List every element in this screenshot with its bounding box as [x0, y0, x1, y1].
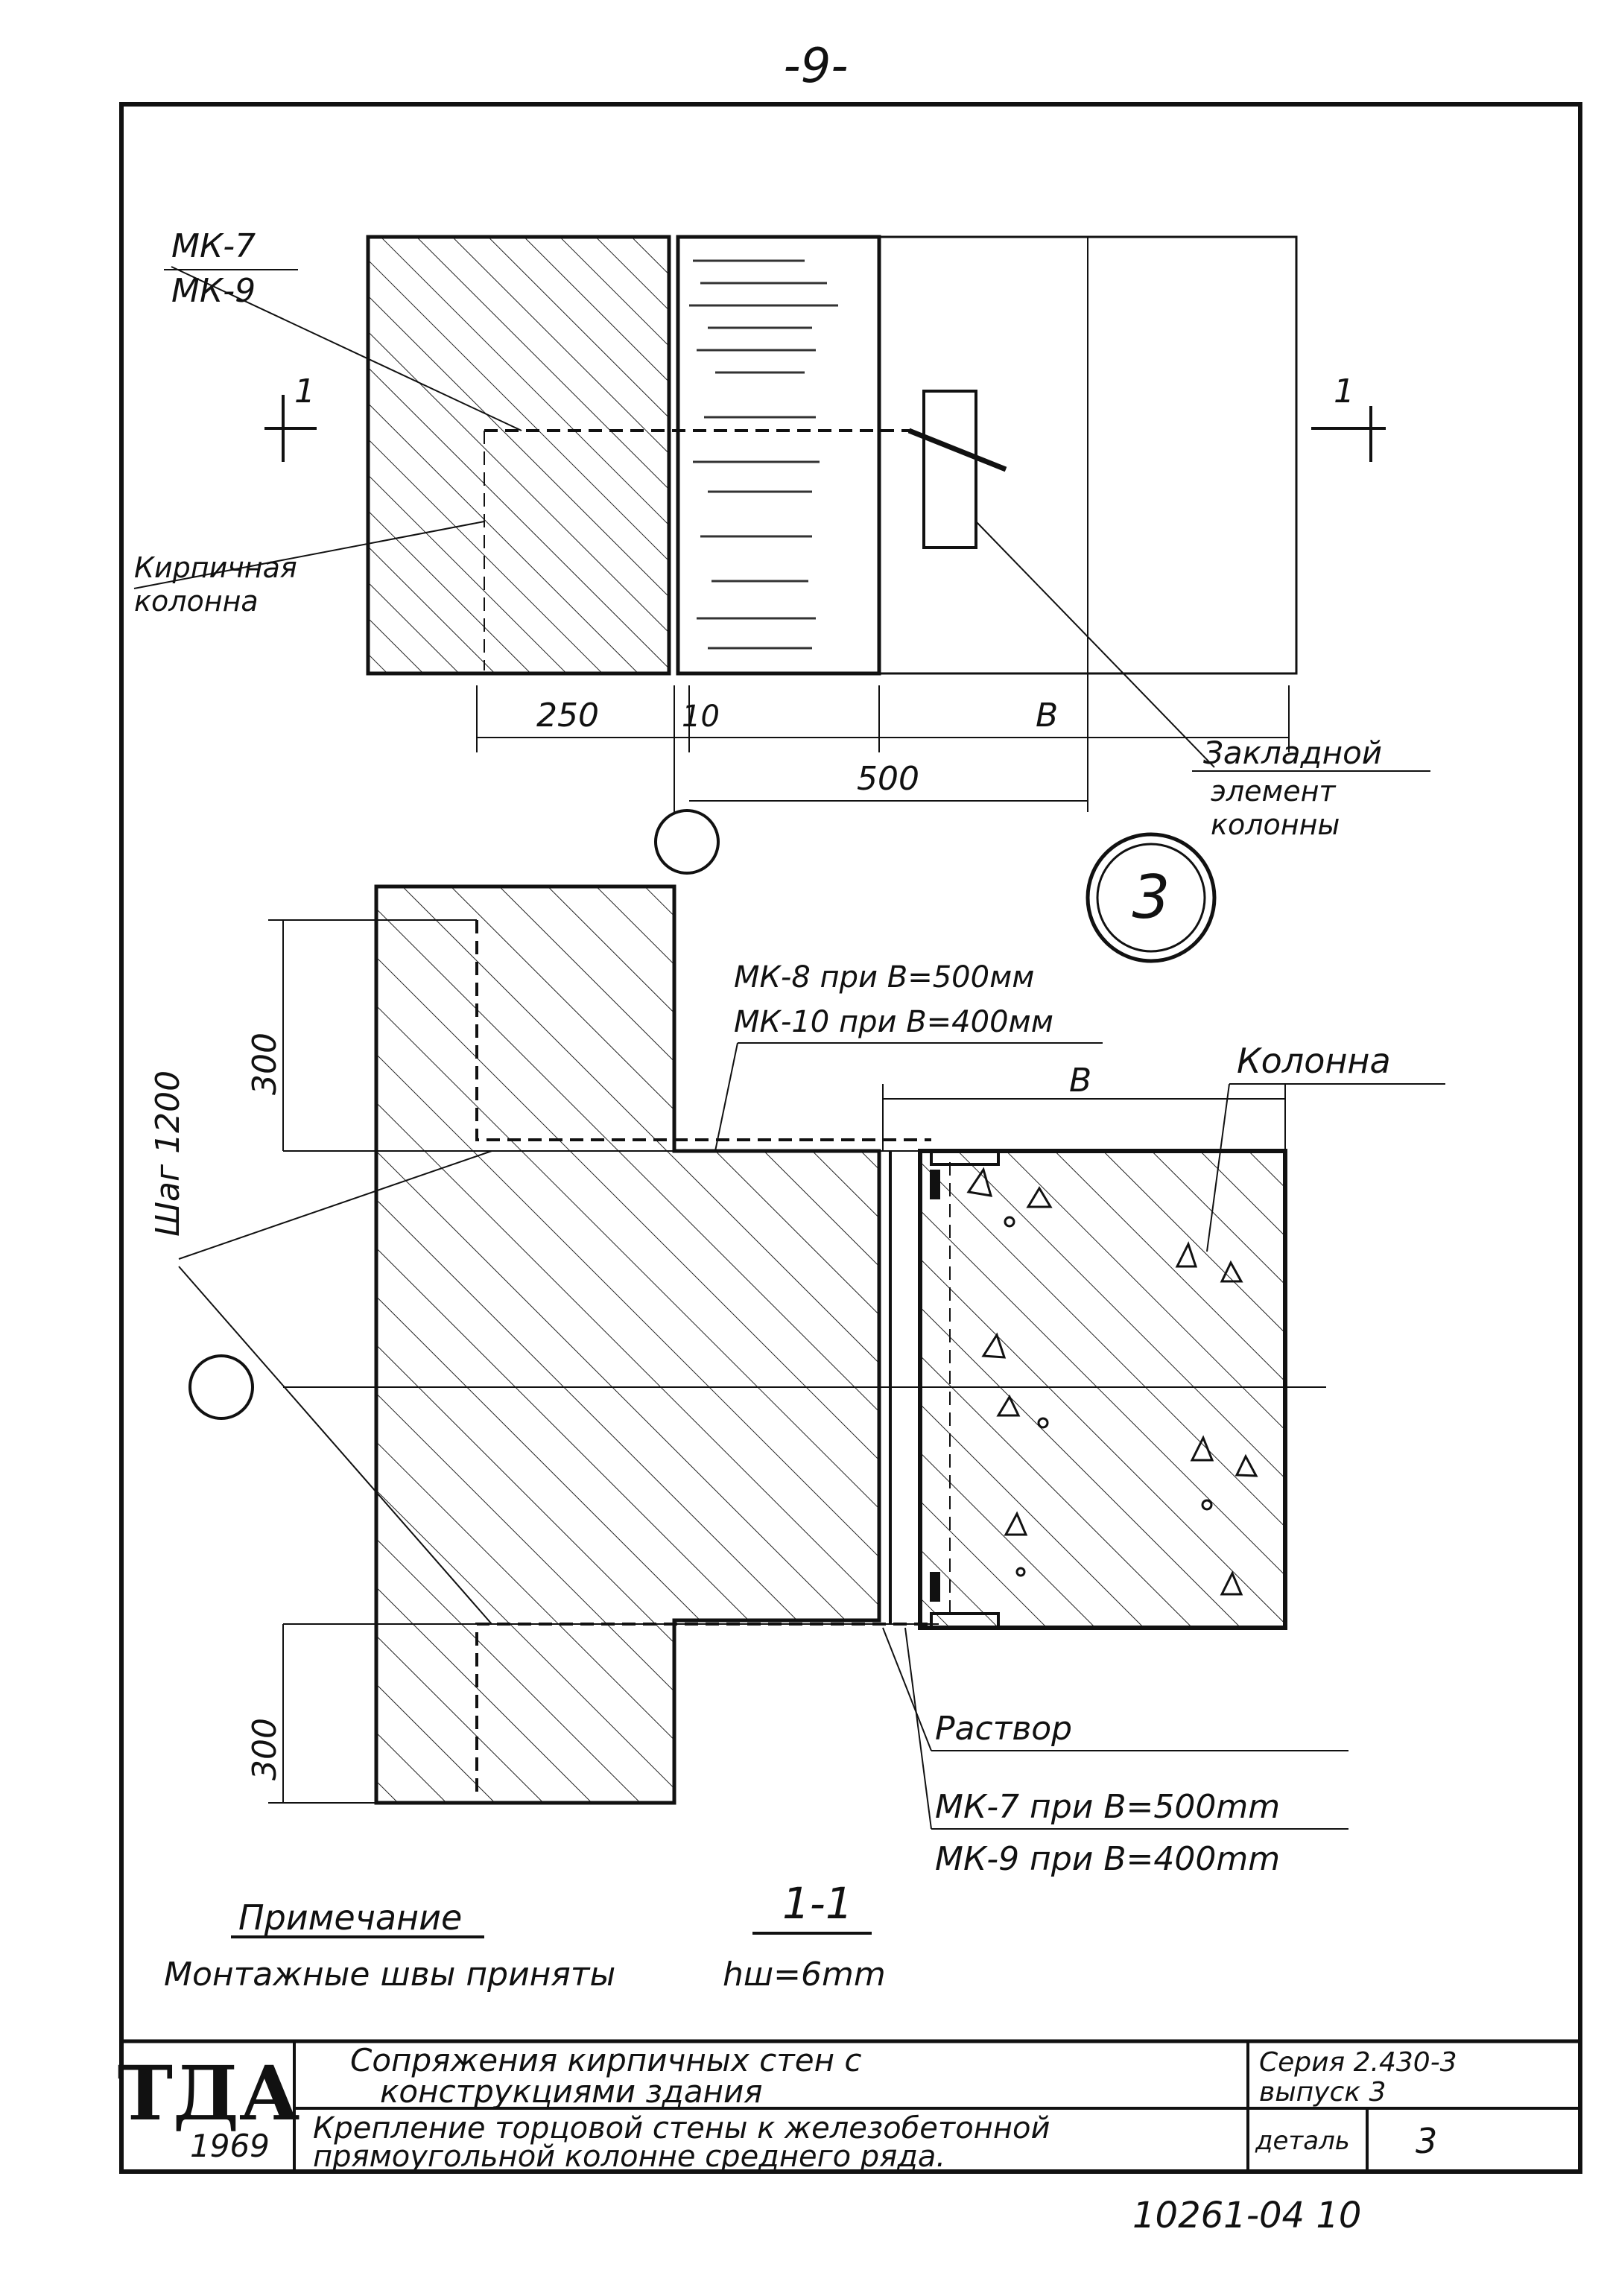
- dim-300-bottom: 300: [246, 1718, 284, 1780]
- section-marker-right: 1: [1311, 372, 1386, 462]
- insulation-strip: [676, 235, 881, 676]
- document-number: 10261-04 10: [1132, 2195, 1361, 2236]
- column-label: Колонна: [1237, 1041, 1391, 1081]
- dim-10: 10: [682, 700, 720, 734]
- step-label: Шаг 1200: [149, 1071, 187, 1237]
- anchor-bar-top: [475, 920, 931, 1141]
- note-weld: hш=6mm: [723, 1956, 886, 1994]
- mk7-label-top: МК-7: [171, 227, 256, 265]
- brick-column-label-1: Кирпичная: [134, 551, 297, 584]
- embedded-plate-bottom: [930, 1612, 1000, 1629]
- dim-250: 250: [536, 697, 599, 735]
- mk9-label-top: МК-9: [171, 272, 256, 310]
- embedded-plate-top: [930, 1149, 1000, 1166]
- detail-circle-inner: [1096, 843, 1206, 953]
- mk7-label: МК-7 при В=500mm: [935, 1788, 1280, 1826]
- concrete-aggregate: [966, 1167, 1258, 1596]
- note: Примечание Монтажные швы приняты hш=6mm: [164, 1897, 886, 1994]
- note-title: Примечание: [238, 1897, 462, 1938]
- sheet-frame: [119, 102, 1582, 2174]
- svg-text:1: 1: [294, 372, 315, 410]
- title-1-line-2: конструкциями здания: [380, 2073, 763, 2110]
- section-title: 1-1: [782, 1878, 853, 1929]
- detail-value: 3: [1416, 2121, 1437, 2161]
- embedded-label-2: элемент: [1211, 775, 1337, 808]
- concrete-column-section: [918, 1149, 1287, 1630]
- mortar-label: Раствор: [935, 1710, 1072, 1748]
- issue: выпуск 3: [1259, 2077, 1386, 2108]
- dim-b-plan: В: [1036, 697, 1058, 735]
- dim-b-section: В: [1069, 1062, 1091, 1100]
- section-marker-left: 1: [264, 372, 317, 462]
- axis-bubble-section: [188, 1354, 254, 1420]
- detail-label: деталь: [1255, 2126, 1350, 2156]
- title-2-line-2: прямоугольной колонне среднего ряда.: [313, 2140, 945, 2174]
- page-number: -9-: [784, 39, 849, 94]
- title-2-line-1: Крепление торцовой стены к железобетонно…: [313, 2111, 1050, 2146]
- logo: ТДА: [118, 2049, 300, 2137]
- detail-number: 3: [1132, 863, 1170, 932]
- section-view: МК-8 при В=500мм МК-10 при В=400мм Колон…: [149, 884, 1445, 1935]
- plan-view: МК-7 МК-9 Кирпичная колонна 1 1 250 1: [133, 227, 1430, 875]
- title-block: ТДА 1969 Сопряжения кирпичных стен с кон…: [118, 2039, 1580, 2174]
- embedded-element-plan: [922, 390, 977, 549]
- svg-text:1: 1: [1334, 372, 1354, 410]
- year: 1969: [190, 2128, 270, 2164]
- plan-dimensions: [476, 674, 1290, 812]
- brick-wall-plan: [366, 235, 671, 676]
- note-text: Монтажные швы приняты: [164, 1956, 615, 1994]
- dim-500: 500: [857, 760, 919, 798]
- mk9-label: МК-9 при В=400mm: [935, 1840, 1280, 1878]
- detail-circle-outer: [1086, 832, 1217, 963]
- embedded-label-3: колонны: [1211, 808, 1340, 841]
- insulation-fill: [689, 259, 838, 650]
- dim-300-top: 300: [246, 1033, 284, 1095]
- mk10-label: МК-10 при В=400мм: [734, 1005, 1053, 1039]
- mk8-label: МК-8 при В=500мм: [734, 960, 1034, 995]
- series: Серия 2.430-3: [1259, 2047, 1457, 2078]
- brick-column-label-2: колонна: [134, 585, 259, 618]
- embedded-label-1: Закладной: [1203, 735, 1382, 771]
- title-1-line-1: Сопряжения кирпичных стен с: [350, 2042, 861, 2078]
- axis-bubble-plan: [654, 809, 720, 875]
